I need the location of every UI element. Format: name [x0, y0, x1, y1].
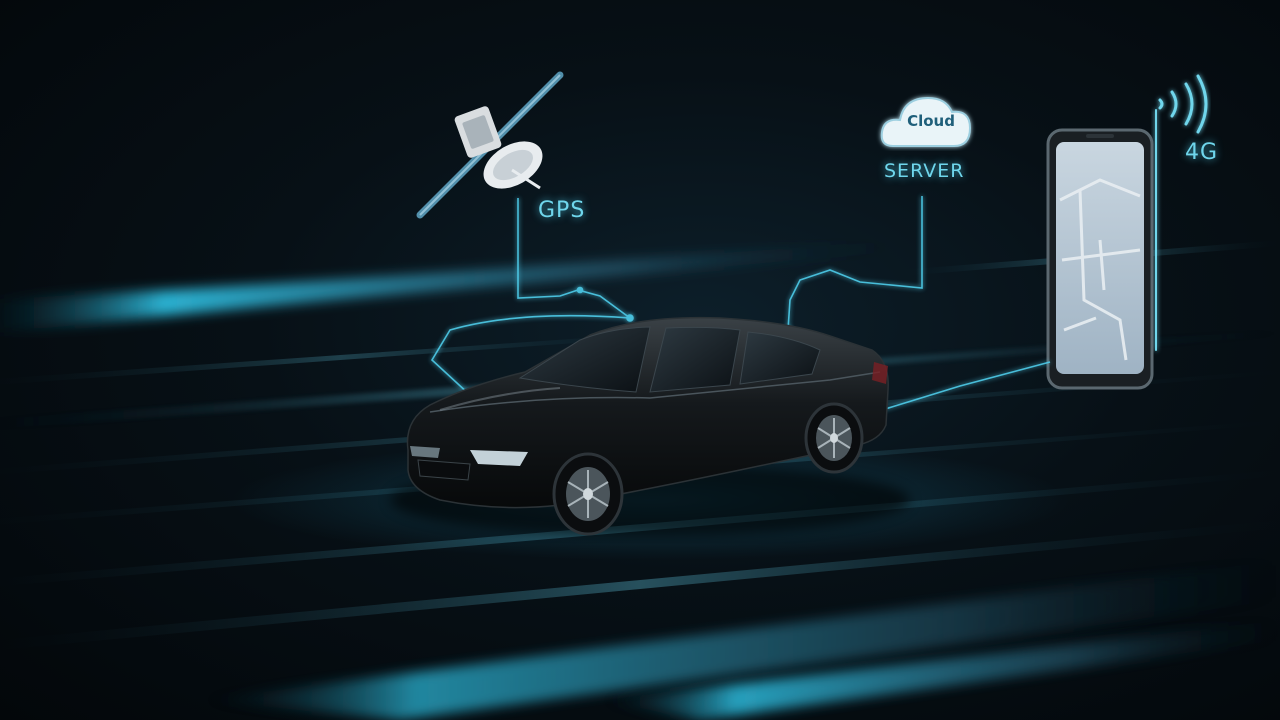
car-image — [390, 316, 910, 536]
signal-icon — [1155, 74, 1208, 351]
satellite-icon — [416, 71, 564, 219]
smartphone-icon — [1046, 128, 1154, 390]
cloud-label: Cloud — [907, 112, 955, 130]
rear-wheel — [804, 402, 864, 474]
front-wheel — [552, 452, 624, 536]
gps-label: GPS — [538, 198, 586, 223]
server-label: SERVER — [884, 160, 965, 182]
cloud-icon — [880, 96, 972, 147]
network-label: 4G — [1185, 140, 1219, 165]
